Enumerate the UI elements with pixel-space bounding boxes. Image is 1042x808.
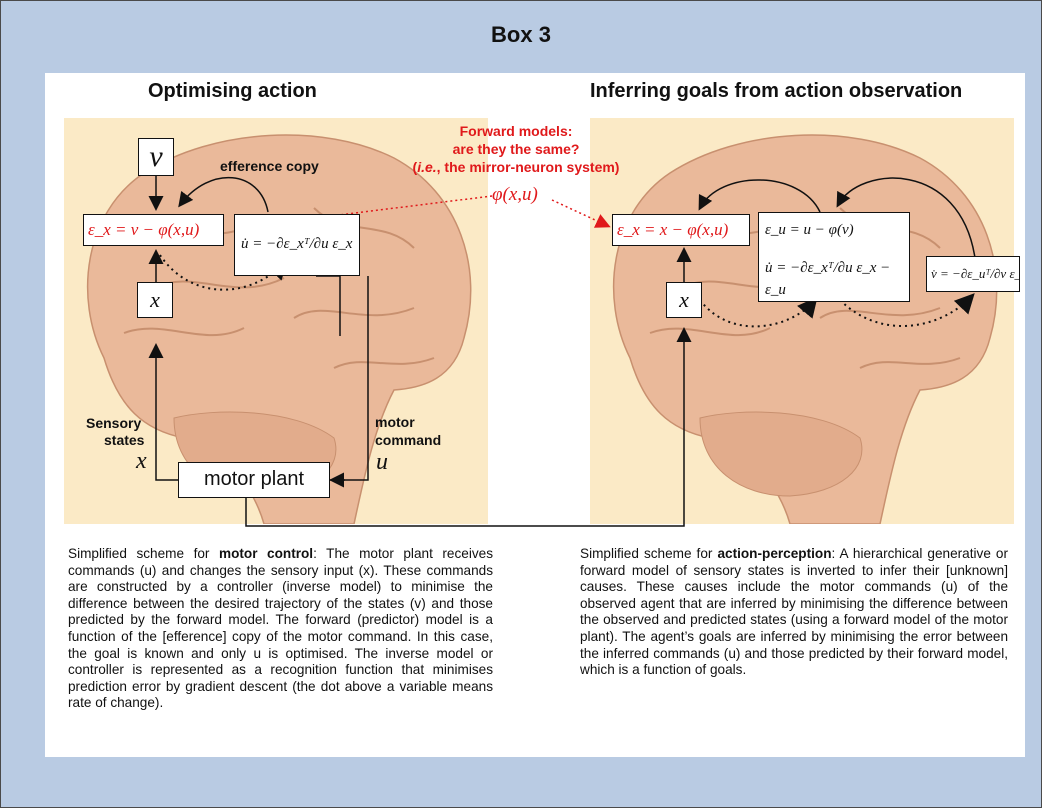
right-caption: Simplified scheme for action-perception:… [580, 546, 1008, 679]
left-brain-illustration [64, 118, 488, 524]
left-caption: Simplified scheme for motor control: The… [68, 546, 493, 712]
motor-command-label-line1: motor [375, 414, 415, 430]
left-sensory-x-box: x [137, 282, 173, 318]
left-caption-pre: Simplified scheme for [68, 546, 219, 561]
right-caption-bold: action-perception [717, 546, 832, 561]
left-caption-body: : The motor plant receives commands (u) … [68, 546, 493, 711]
left-heading: Optimising action [148, 80, 317, 102]
forward-models-line3-rest: , the mirror-neuron system) [436, 159, 620, 175]
right-heading: Inferring goals from action observation [590, 80, 963, 102]
right-sensory-x-box: x [666, 282, 702, 318]
right-cause-error-equation: ε_u = u − φ(v) [765, 222, 854, 238]
left-prediction-error-equation: ε_x = v − φ(x,u) [83, 214, 224, 246]
forward-models-line2: are they the same? [452, 141, 580, 157]
motor-plant-box: motor plant [178, 462, 330, 498]
motor-variable-u: u [376, 449, 388, 475]
right-command-update-equation: u̇ = −∂ε_xᵀ/∂u ε_x − ε_u [765, 260, 891, 298]
box-title: Box 3 [491, 22, 551, 47]
forward-models-line3: (i.e., the mirror-neuron system) [412, 159, 620, 175]
right-caption-body: : A hierarchical generative or forward m… [580, 546, 1008, 678]
motor-command-label-line2: command [375, 432, 442, 448]
right-prediction-error-equation: ε_x = x − φ(x,u) [612, 214, 750, 246]
sensory-variable-x: x [136, 448, 147, 474]
left-action-update-equation: u̇ = −∂ε_xᵀ/∂u ε_x [234, 214, 360, 276]
left-caption-bold: motor control [218, 546, 314, 561]
forward-model-phi: φ(x,u) [492, 184, 538, 205]
right-goal-update-equation: v̇ = −∂ε_uᵀ/∂v ε_u [926, 256, 1020, 292]
right-inference-equations: ε_u = u − φ(v) u̇ = −∂ε_xᵀ/∂u ε_x − ε_u [758, 212, 910, 302]
efference-copy-label: efference copy [220, 158, 319, 174]
forward-models-question: Forward models: are they the same? (i.e.… [413, 122, 620, 176]
sensory-label-line2: states [104, 432, 145, 448]
forward-models-line1: Forward models: [459, 123, 573, 139]
right-caption-pre: Simplified scheme for [580, 546, 718, 561]
forward-models-ie: i.e. [417, 159, 437, 175]
goal-v-box: v [138, 138, 174, 176]
sensory-label-line1: Sensory [86, 415, 142, 431]
